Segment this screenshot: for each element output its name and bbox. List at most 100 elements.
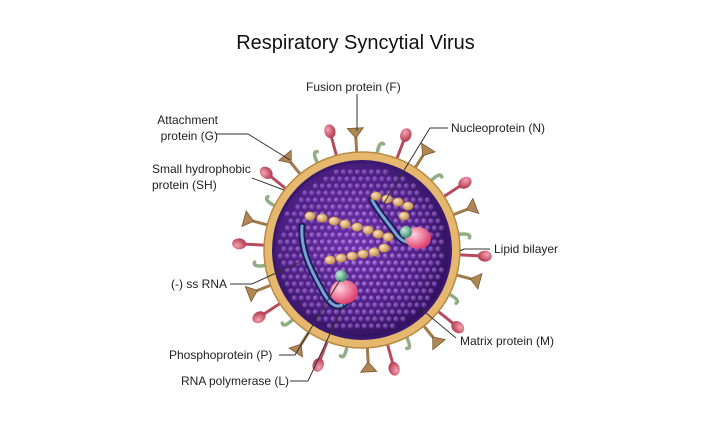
capsid-dot bbox=[435, 260, 441, 266]
capsid-dot bbox=[421, 260, 427, 266]
capsid-dot bbox=[438, 267, 445, 273]
capsid-dot bbox=[330, 274, 336, 280]
capsid-dot bbox=[396, 253, 403, 259]
capsid-dot bbox=[368, 281, 375, 287]
nucleoprotein-bead bbox=[398, 211, 410, 221]
capsid-dot bbox=[361, 169, 368, 175]
capsid-dot bbox=[281, 274, 287, 280]
leader-polymerase bbox=[290, 303, 345, 382]
capsid-dot bbox=[337, 176, 343, 182]
nucleoprotein-bead bbox=[339, 219, 351, 229]
capsid-dot bbox=[284, 225, 291, 231]
nucleoprotein-bead bbox=[335, 253, 347, 263]
capsid-dot bbox=[372, 316, 378, 322]
leader-nucleo bbox=[383, 127, 448, 204]
capsid-dot bbox=[312, 309, 319, 315]
capsid-dot bbox=[365, 218, 371, 224]
capsid-dot bbox=[309, 246, 315, 252]
capsid-dot bbox=[340, 309, 347, 315]
capsid-dot bbox=[284, 253, 291, 259]
nucleoprotein-bead bbox=[362, 225, 374, 235]
capsid-dot bbox=[403, 309, 410, 315]
capsid-dot bbox=[333, 197, 340, 203]
capsid-dot bbox=[382, 183, 389, 189]
capsid-dot bbox=[389, 211, 396, 217]
capsid-dot bbox=[316, 232, 322, 238]
capsid-dot bbox=[375, 323, 382, 329]
capsid-dot bbox=[424, 253, 431, 259]
capsid-dot bbox=[417, 197, 424, 203]
capsid-dot bbox=[330, 204, 336, 210]
capsid-dot bbox=[354, 239, 361, 245]
label-small-hydrophobic: Small hydrophobic protein (SH) bbox=[152, 161, 251, 193]
capsid-dot bbox=[333, 169, 340, 175]
nucleoprotein-bead bbox=[372, 229, 384, 239]
capsid-dot bbox=[298, 267, 305, 273]
capsid-dot bbox=[358, 316, 364, 322]
capsid-dot bbox=[340, 169, 347, 175]
capsid-dot bbox=[361, 323, 368, 329]
capsid-dot bbox=[344, 176, 350, 182]
capsid-dot bbox=[410, 309, 417, 315]
attachment-spike bbox=[412, 142, 436, 171]
capsid-dot bbox=[326, 239, 333, 245]
capsid-dot bbox=[431, 253, 438, 259]
capsid-dot bbox=[333, 211, 340, 217]
capsid-dot bbox=[435, 232, 441, 238]
capsid-dot bbox=[333, 183, 340, 189]
capsid-dot bbox=[354, 309, 361, 315]
label-nucleoprotein: Nucleoprotein (N) bbox=[451, 121, 546, 135]
capsid-dot bbox=[400, 316, 406, 322]
capsid-dot bbox=[379, 302, 385, 308]
leader-matrix bbox=[419, 307, 457, 339]
nucleoprotein-bead bbox=[378, 243, 390, 253]
capsid-dot bbox=[347, 197, 354, 203]
capsid-dot bbox=[347, 309, 354, 315]
capsid-dot bbox=[382, 267, 389, 273]
capsid-dot bbox=[417, 253, 424, 259]
capsid-dot bbox=[361, 281, 368, 287]
capsid-dot bbox=[358, 204, 364, 210]
capsid-dot bbox=[326, 225, 333, 231]
capsid-dot bbox=[365, 204, 371, 210]
attachment-spike bbox=[241, 210, 271, 228]
nucleoprotein-bead bbox=[402, 201, 414, 211]
capsid-dot bbox=[372, 176, 378, 182]
capsid-dot bbox=[431, 281, 438, 287]
capsid-dot bbox=[421, 204, 427, 210]
capsid-dot bbox=[288, 218, 294, 224]
capsid-dot bbox=[351, 232, 357, 238]
capsid-dot bbox=[403, 295, 410, 301]
capsid-dot bbox=[372, 260, 378, 266]
capsid-dot bbox=[337, 232, 343, 238]
capsid-dot bbox=[372, 302, 378, 308]
capsid-dot bbox=[368, 309, 375, 315]
capsid-dot bbox=[291, 267, 298, 273]
capsid-dot bbox=[400, 288, 406, 294]
capsid-texture bbox=[277, 169, 445, 329]
capsid-dot bbox=[302, 274, 308, 280]
capsid-dot bbox=[407, 246, 413, 252]
attachment-spike bbox=[244, 283, 274, 303]
fusion-spike bbox=[394, 128, 412, 162]
capsid-dot bbox=[344, 204, 350, 210]
label-phosphoprotein: Phosphoprotein (P) bbox=[169, 348, 273, 362]
capsid-dot bbox=[326, 183, 333, 189]
attachment-spike bbox=[453, 272, 483, 290]
capsid-dot bbox=[438, 253, 445, 259]
capsid-dot bbox=[288, 288, 294, 294]
capsid-dot bbox=[414, 302, 420, 308]
capsid-dot bbox=[298, 281, 305, 287]
capsid-dot bbox=[347, 239, 354, 245]
capsid-dot bbox=[400, 302, 406, 308]
capsid-dot bbox=[351, 176, 357, 182]
capsid-dot bbox=[319, 197, 326, 203]
capsid-dot bbox=[407, 190, 413, 196]
capsid-dot bbox=[431, 225, 438, 231]
capsid-dot bbox=[431, 211, 438, 217]
capsid-dot bbox=[281, 260, 287, 266]
capsid-dot bbox=[428, 274, 434, 280]
capsid-dot bbox=[305, 197, 312, 203]
capsid-dot bbox=[375, 183, 382, 189]
capsid-dot bbox=[358, 232, 364, 238]
